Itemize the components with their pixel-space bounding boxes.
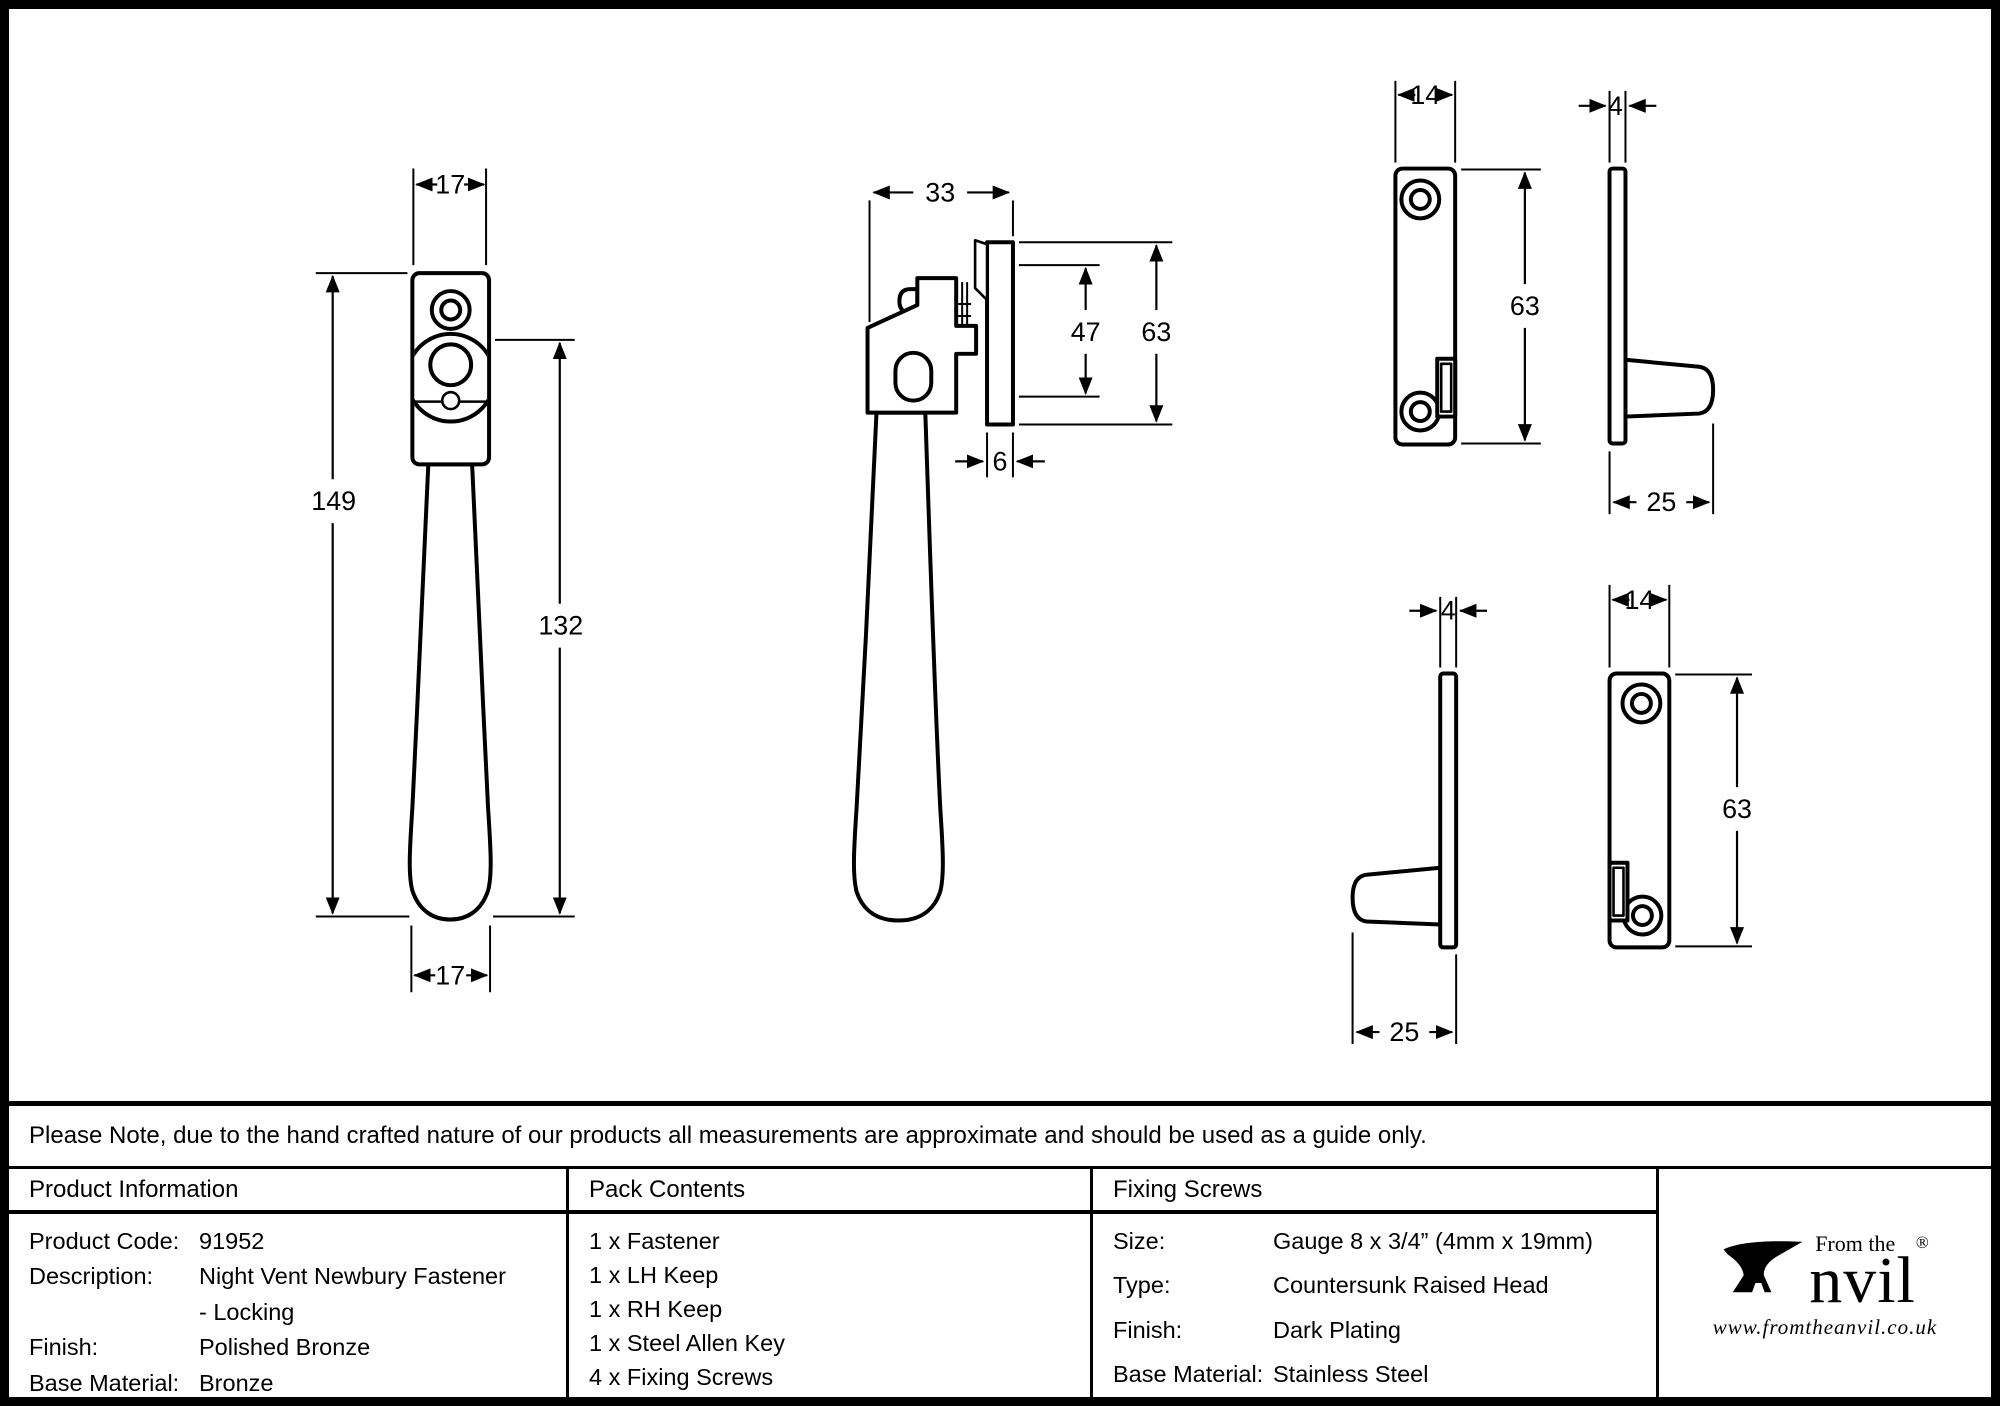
dim-keep-rh-height: 63 [1510, 291, 1540, 321]
field-label [29, 1295, 199, 1330]
field-label: Finish: [1113, 1316, 1183, 1343]
field-label: Type: [1113, 1272, 1171, 1299]
dim-front-width-top: 17 [435, 169, 465, 199]
field-value: - Locking [199, 1298, 295, 1325]
keep-slot-inner [1612, 866, 1625, 917]
fastener-cam-boss [428, 342, 474, 388]
pack-contents-body: 1 x Fastener 1 x LH Keep 1 x RH Keep 1 x… [569, 1214, 1090, 1401]
screw-hole-icon [1408, 400, 1432, 424]
field-value: 91952 [199, 1228, 265, 1254]
fastener-cam-pin [440, 390, 461, 411]
brand-name: nvil [1809, 1243, 1916, 1317]
registered-trademark-icon: ® [1915, 1232, 1929, 1252]
keep-plate-side [1438, 671, 1459, 950]
field-label: Finish: [29, 1334, 99, 1361]
fastener-front-view: 17 149 132 17 [311, 168, 583, 993]
fixing-screws-body: Size: Gauge 8 x 3/4” (4mm x 19mm) Type: … [1093, 1214, 1656, 1401]
screw-hole-icon [1630, 904, 1654, 927]
dim-front-handle-height: 132 [538, 611, 583, 641]
pack-item: 4 x Fixing Screws [589, 1364, 774, 1390]
dim-side-plate-thickness: 6 [993, 446, 1008, 476]
keep-side-view-rh: 4 25 [1578, 91, 1716, 517]
field-value: Gauge 8 x 3/4” (4mm x 19mm) [1273, 1228, 1593, 1254]
keep-slot-inner [1439, 362, 1453, 413]
fastener-side-plate [985, 240, 1015, 427]
product-info-table: Product Information Product Code: 91952 … [9, 1169, 1991, 1401]
fastener-side-slot [893, 350, 934, 403]
screw-hole-icon [439, 298, 463, 322]
dim-side-height: 63 [1141, 317, 1171, 347]
fastener-front-handle [407, 462, 493, 922]
pack-item: 1 x Fastener [589, 1228, 720, 1254]
product-information-header: Product Information [9, 1169, 566, 1214]
pack-contents-column: Pack Contents 1 x Fastener 1 x LH Keep 1… [569, 1169, 1093, 1401]
brand-logo-cell: From the nvil ® www.fromtheanvil.co.uk [1659, 1169, 1991, 1401]
dim-keep-lh-depth: 25 [1389, 1017, 1419, 1047]
fastener-side-view: 33 47 63 6 [851, 177, 1173, 923]
fixing-screws-column: Fixing Screws Size: Gauge 8 x 3/4” (4mm … [1093, 1169, 1659, 1401]
keep-plate-side [1607, 166, 1628, 446]
field-value: Bronze [199, 1369, 274, 1396]
keep-wedge [1350, 865, 1443, 927]
screw-hole-icon [1408, 187, 1432, 211]
field-label: Base Material: [29, 1369, 180, 1396]
pack-item: 1 x LH Keep [589, 1262, 719, 1288]
field-value: Stainless Steel [1273, 1360, 1429, 1387]
dim-keep-rh-depth: 25 [1646, 487, 1676, 517]
field-label: Description: [29, 1263, 154, 1290]
fastener-side-plate-flange [973, 238, 989, 302]
field-value: Night Vent Newbury Fastener [199, 1263, 506, 1290]
field-value: Countersunk Raised Head [1273, 1272, 1549, 1299]
dim-side-inner-height: 47 [1071, 317, 1101, 347]
dim-side-depth: 33 [925, 177, 955, 207]
field-label: Product Code: [29, 1228, 180, 1254]
measurement-note: Please Note, due to the hand crafted nat… [9, 1101, 1991, 1169]
technical-drawing: 17 149 132 17 [311, 80, 1752, 1047]
dim-front-height: 149 [311, 486, 356, 516]
fastener-side-handle [851, 410, 945, 923]
note-text: Please Note, due to the hand crafted nat… [29, 1122, 1427, 1149]
keep-side-view-lh: 4 25 [1350, 596, 1488, 1047]
field-value: Polished Bronze [199, 1334, 371, 1361]
dim-keep-lh-width: 14 [1624, 585, 1654, 615]
field-label: Base Material: [1113, 1360, 1264, 1387]
field-value: Dark Plating [1273, 1316, 1401, 1343]
product-information-column: Product Information Product Code: 91952 … [9, 1169, 569, 1401]
dim-keep-rh-thickness: 4 [1608, 91, 1623, 121]
from-the-anvil-logo: From the nvil ® www.fromtheanvil.co.uk [1713, 1231, 1937, 1340]
dim-keep-lh-height: 63 [1722, 794, 1752, 824]
dim-front-width-bottom: 17 [435, 960, 465, 990]
field-label: Size: [1113, 1228, 1166, 1254]
pack-contents-header: Pack Contents [569, 1169, 1090, 1214]
brand-website: www.fromtheanvil.co.uk [1712, 1314, 1938, 1339]
product-information-body: Product Code: 91952 Description: Night V… [9, 1214, 566, 1401]
brand-prefix: From the [1815, 1230, 1896, 1256]
dim-keep-lh-thickness: 4 [1441, 596, 1456, 626]
keep-front-view-rh: 14 63 [1393, 80, 1541, 447]
pack-item: 1 x Steel Allen Key [589, 1330, 785, 1356]
dim-keep-rh-width: 14 [1410, 80, 1440, 110]
anvil-icon [1723, 1240, 1803, 1292]
pack-item: 1 x RH Keep [589, 1296, 723, 1322]
fixing-screws-header: Fixing Screws [1093, 1169, 1656, 1214]
screw-hole-icon [1629, 691, 1653, 715]
keep-wedge [1623, 357, 1716, 419]
keep-front-view-lh: 14 63 [1607, 585, 1752, 950]
